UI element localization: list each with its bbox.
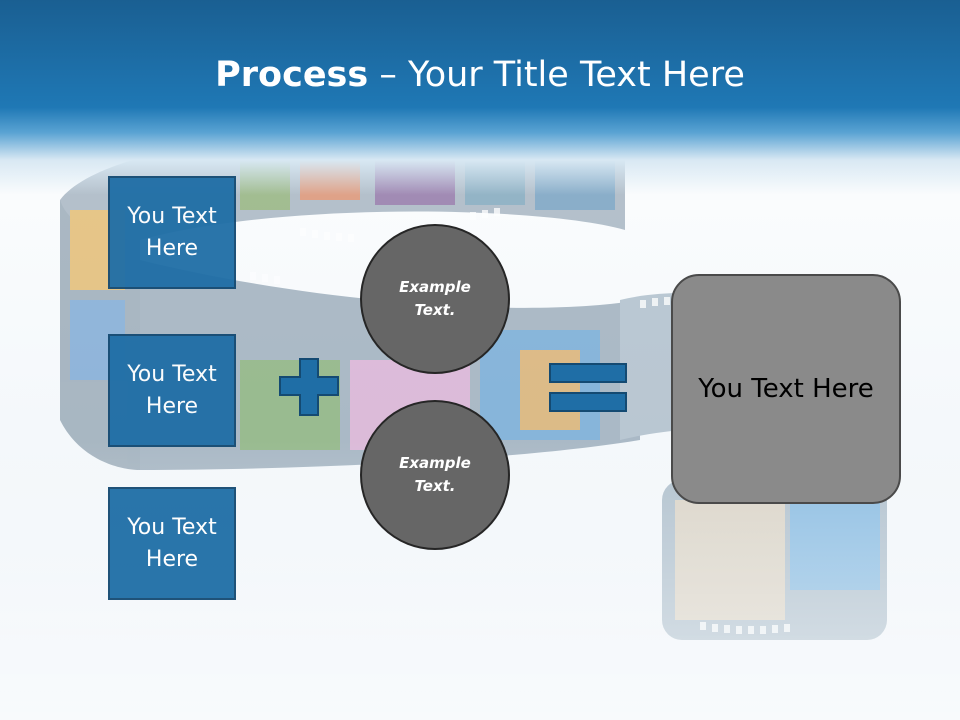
title-rest: – Your Title Text Here [368, 55, 745, 95]
title-bold: Process [215, 55, 369, 95]
text-box-1[interactable]: You Text Here [108, 176, 236, 289]
circle-label: Example Text. [399, 454, 471, 495]
header-band [0, 0, 960, 195]
circle-label: Example Text. [399, 278, 471, 319]
example-circle-2[interactable]: Example Text. [360, 400, 510, 550]
result-label: You Text Here [698, 374, 874, 404]
result-box[interactable]: You Text Here [671, 274, 901, 504]
text-box-label: You Text Here [127, 514, 217, 572]
slide-title: Process – Your Title Text Here [0, 52, 960, 98]
example-circle-1[interactable]: Example Text. [360, 224, 510, 374]
text-box-2[interactable]: You Text Here [108, 334, 236, 447]
text-box-label: You Text Here [127, 203, 217, 261]
text-box-label: You Text Here [127, 361, 217, 419]
text-box-3[interactable]: You Text Here [108, 487, 236, 600]
